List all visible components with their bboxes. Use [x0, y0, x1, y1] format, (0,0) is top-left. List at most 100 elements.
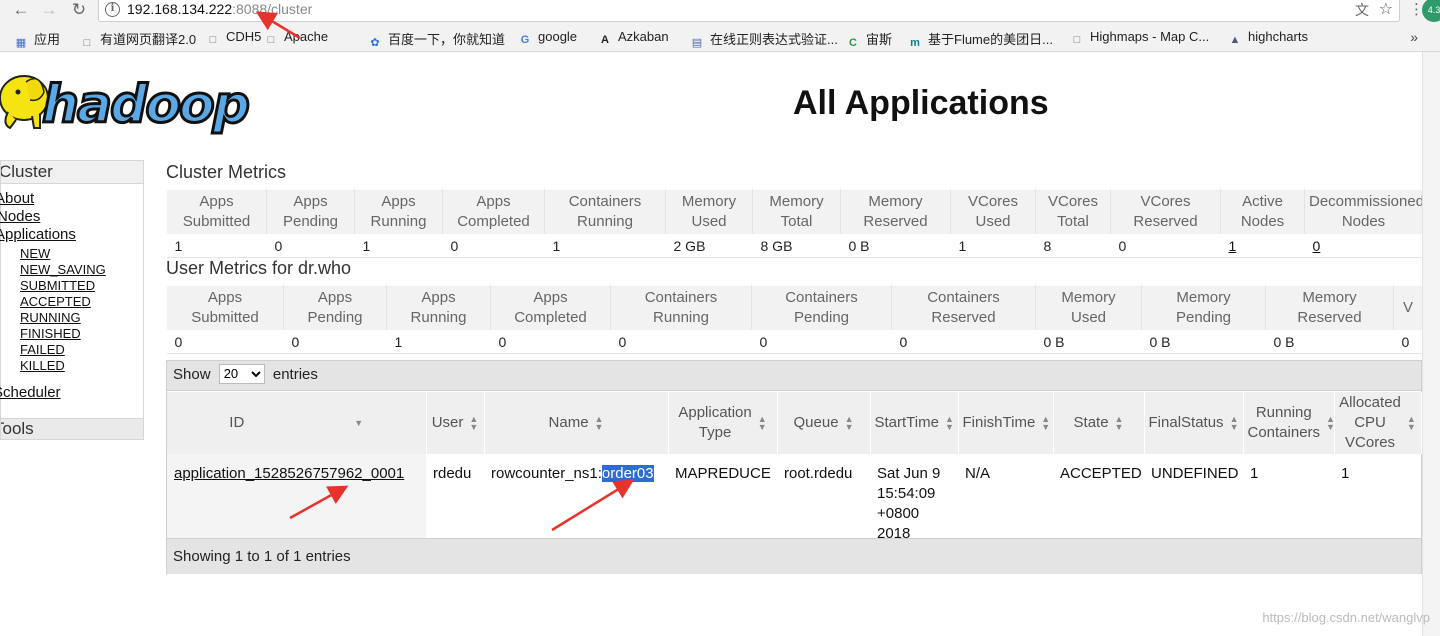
app-state-cell: ACCEPTED	[1060, 465, 1142, 482]
translate-icon[interactable]: 文	[1355, 2, 1369, 18]
address-url: 192.168.134.222:8088/cluster	[127, 1, 313, 17]
bookmark-cdh5[interactable]: □CDH5	[206, 29, 262, 47]
sort-icon[interactable]: ▲▼	[844, 414, 854, 433]
page-size-select[interactable]: 20	[218, 363, 265, 384]
apps-header-state[interactable]: State▲▼	[1053, 392, 1145, 454]
sidebar-state-submitted[interactable]: SUBMITTED	[20, 278, 96, 293]
page-scrollbar[interactable]	[1422, 52, 1440, 636]
cluster-metrics-value-6: 8 GB	[752, 234, 841, 258]
menu-dots-icon[interactable]: ⋮	[1409, 1, 1424, 18]
sidebar-state-failed[interactable]: FAILED	[20, 342, 65, 357]
user-metrics-value-0: 0	[166, 330, 284, 354]
app-queue-cell: root.rdedu	[784, 465, 853, 482]
user-metrics-value-7: 0 B	[1035, 330, 1142, 354]
forward-arrow-icon[interactable]: →	[40, 0, 58, 19]
browser-chrome: ← → ↻ i 192.168.134.222:8088/cluster 文 ☆…	[0, 0, 1440, 52]
watermark: https://blog.csdn.net/wanglvp	[1262, 610, 1430, 625]
bookmark-item-7[interactable]: ▤在线正则表达式验证...	[691, 32, 838, 49]
address-bar[interactable]: i 192.168.134.222:8088/cluster 文 ☆	[98, 0, 1400, 22]
baidu-paw-icon: ✿	[370, 37, 380, 49]
reload-icon[interactable]: ↻	[71, 0, 87, 19]
sidebar-tools-header[interactable]: Tools	[0, 418, 144, 440]
bookmark-item-4[interactable]: ✿百度一下，你就知道	[368, 29, 505, 50]
bookmark-star-icon[interactable]: ☆	[1378, 1, 1393, 18]
sort-icon[interactable]: ▼	[354, 418, 364, 429]
apps-header-finalstatus[interactable]: FinalStatus▲▼	[1144, 392, 1244, 454]
sidebar-cluster-header[interactable]: Cluster	[0, 160, 144, 184]
bookmark-highmaps-map-c[interactable]: □Highmaps - Map C...	[1070, 29, 1210, 47]
sort-icon[interactable]: ▲▼	[1114, 414, 1124, 433]
user-metrics-value-5: 0	[751, 330, 892, 354]
apps-header-queue[interactable]: Queue▲▼	[777, 392, 871, 454]
show-label: Show	[173, 366, 211, 383]
bookmark-item-0[interactable]: ▦应用	[15, 32, 61, 49]
elephant-icon	[0, 75, 49, 130]
apps-header-user[interactable]: User▲▼	[426, 392, 485, 454]
page-icon: □	[1073, 34, 1081, 46]
sidebar-state-accepted[interactable]: ACCEPTED	[20, 294, 91, 309]
app-id-link[interactable]: application_1528526757962_0001	[174, 465, 405, 482]
sidebar-link-about[interactable]: About	[0, 190, 35, 207]
sidebar-state-new[interactable]: NEW	[20, 246, 51, 261]
apps-header-finishtime[interactable]: FinishTime▲▼	[958, 392, 1054, 454]
sort-icon[interactable]: ▲▼	[469, 414, 479, 433]
sidebar-link-scheduler[interactable]: Scheduler	[0, 384, 61, 401]
sidebar-link-nodes[interactable]: Nodes	[0, 208, 41, 225]
cluster-metrics-value-5: 2 GB	[665, 234, 753, 258]
sidebar-state-new-saving[interactable]: NEW_SAVING	[20, 262, 106, 277]
bookmarks-overflow-icon[interactable]: »	[1410, 29, 1418, 45]
sort-icon[interactable]: ▲▼	[944, 414, 954, 433]
back-arrow-icon[interactable]: ←	[12, 0, 30, 19]
bookmark-2-0[interactable]: □有道网页翻译2.0	[80, 29, 196, 50]
cluster-metrics-value-0: 1	[166, 234, 267, 258]
sidebar-state-running[interactable]: RUNNING	[20, 310, 81, 325]
sort-icon[interactable]: ▲▼	[1406, 414, 1416, 432]
profile-badge[interactable]: 4.3	[1422, 0, 1440, 22]
hadoop-wordmark: hadoop	[42, 75, 249, 135]
cluster-metrics-value-link-11[interactable]: 1	[1228, 238, 1237, 254]
sidebar-state-killed[interactable]: KILLED	[20, 358, 65, 373]
page-title: All Applications	[793, 84, 1049, 122]
sort-icon[interactable]: ▲▼	[594, 414, 604, 433]
sort-icon[interactable]: ▲▼	[757, 414, 767, 432]
apps-header-name[interactable]: Name▲▼	[484, 392, 669, 454]
cluster-metrics-value-link-12[interactable]: 0	[1312, 238, 1321, 254]
cluster-metrics-value-4: 1	[544, 234, 666, 258]
apps-header-id[interactable]: ID▼	[167, 392, 427, 454]
sort-icon[interactable]: ▲▼	[1229, 414, 1239, 433]
cluster-metrics-value-12: 0	[1304, 234, 1423, 258]
cluster-metrics-value-3: 0	[442, 234, 545, 258]
app-finishtime-cell: N/A	[965, 465, 991, 482]
app-finalstatus-cell: UNDEFINED	[1151, 465, 1239, 482]
site-info-icon[interactable]: i	[105, 2, 120, 17]
sort-icon[interactable]: ▲▼	[1326, 415, 1333, 432]
bookmark-highcharts[interactable]: ▲highcharts	[1229, 29, 1308, 46]
bookmark-apache[interactable]: □Apache	[264, 29, 328, 47]
sidebar-state-finished[interactable]: FINISHED	[20, 326, 81, 341]
sidebar-link-applications[interactable]: Applications	[0, 226, 76, 243]
sort-icon[interactable]: ▲▼	[1041, 414, 1051, 433]
apps-header-starttime[interactable]: StartTime▲▼	[870, 392, 959, 454]
hadoop-logo[interactable]: hadoop	[0, 62, 280, 142]
apps-grid-icon: ▦	[15, 37, 27, 49]
